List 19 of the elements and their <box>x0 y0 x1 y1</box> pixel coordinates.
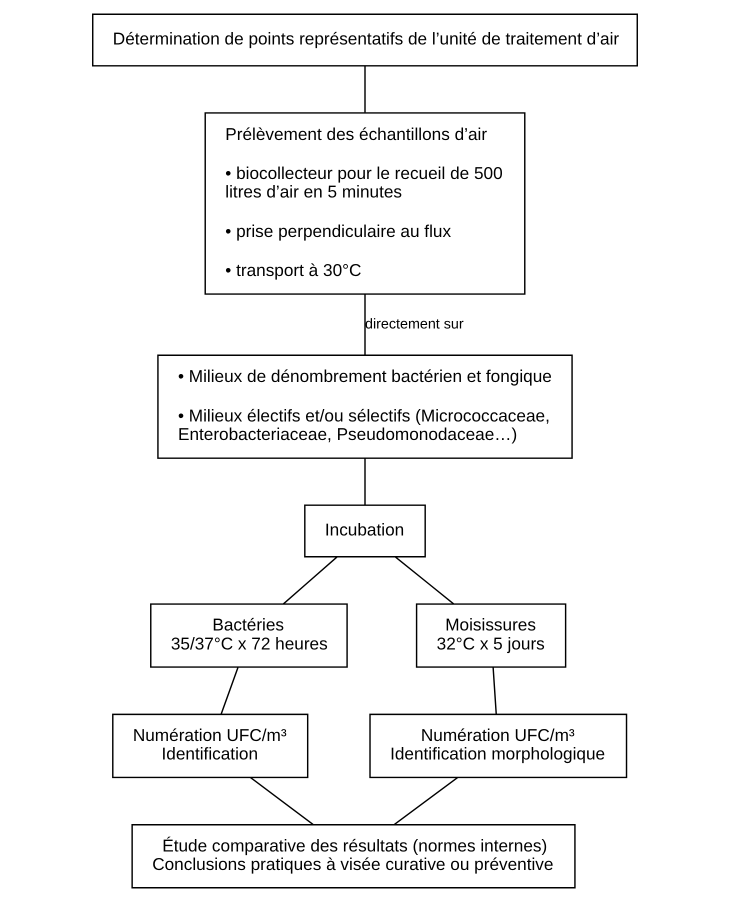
node-box: Prélèvement des échantillons d’air • biocollecteur pour le recueil de 500 litres d’air en 5 minutes • prise perpendiculaire au flux • transport à 30°C <box>204 112 525 295</box>
connector <box>250 777 313 826</box>
connector <box>394 776 458 826</box>
edge-label: directement sur <box>364 316 464 332</box>
connector <box>220 667 238 714</box>
connector <box>364 458 366 506</box>
node-box: Moisissures 32°C x 5 jours <box>415 603 566 668</box>
connector <box>492 667 496 714</box>
node-box: Détermination de points représentatifs de l’unité de traitement d’air <box>92 14 638 67</box>
connector <box>364 294 366 356</box>
node-box: Bactéries 35/37°C x 72 heures <box>150 603 348 668</box>
connector <box>282 556 337 604</box>
connector <box>394 556 454 604</box>
node-box: Incubation <box>304 504 426 558</box>
node-box: Numération UFC/m³ Identification <box>112 714 308 778</box>
node-box: Étude comparative des résultats (normes internes) Conclusions pratiques à visée curative ou préventive <box>130 824 576 888</box>
connector <box>364 66 366 112</box>
node-box: Numération UFC/m³ Identification morphologique <box>368 714 627 778</box>
node-box: • Milieux de dénombrement bactérien et fongique • Milieux électifs et/ou sélectifs (Micrococcaceae, Enterobacteriaceae, Pseudomonodaceae…) <box>156 354 572 459</box>
